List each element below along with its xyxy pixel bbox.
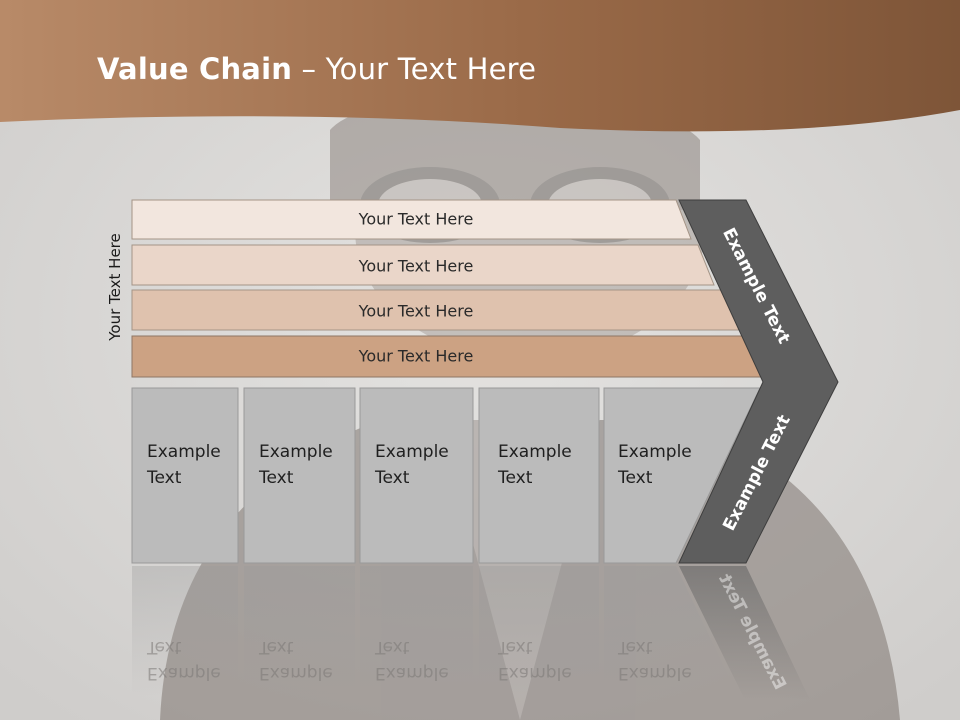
cell-text-3: Example Text (375, 439, 449, 491)
cell-4-line-2: Text (498, 468, 533, 488)
cell-shape-1 (131, 387, 239, 564)
bar-shape-1 (131, 199, 692, 240)
title-bold: Value Chain (97, 52, 293, 86)
chevron-reflection (679, 566, 810, 700)
cell-4-line-1: Example (498, 442, 572, 462)
cell-shape-5 (603, 387, 761, 564)
cell-reflection-5: Example Text (618, 634, 692, 686)
cell-1-line-2: Text (147, 468, 182, 488)
chevron-shape (678, 199, 839, 564)
header-band (0, 0, 960, 132)
cell-reflection-1-line-1: Example (147, 663, 221, 683)
cell-reflection-1-line-2: Text (147, 637, 182, 657)
cell-text-1: Example Text (147, 439, 221, 491)
slide-title: Value Chain – Your Text Here (97, 52, 536, 86)
cell-5-line-1: Example (618, 442, 692, 462)
title-rest: – Your Text Here (292, 52, 537, 86)
cell-reflection-3: Example Text (375, 634, 449, 686)
cell-reflection-4: Example Text (498, 634, 572, 686)
cell-reflection-3-line-2: Text (375, 637, 410, 657)
cell-text-5: Example Text (618, 439, 692, 491)
cell-3-line-1: Example (375, 442, 449, 462)
cells-reflection (132, 566, 740, 700)
cell-reflection-2-line-1: Example (259, 663, 333, 683)
cell-3-line-2: Text (375, 468, 410, 488)
cell-reflection-2-line-2: Text (259, 637, 294, 657)
cell-text-2: Example Text (259, 439, 333, 491)
cell-reflection-4-line-2: Text (498, 637, 533, 657)
bar-label-1: Your Text Here (358, 209, 474, 229)
side-label: Your Text Here (106, 233, 124, 341)
cell-2-line-2: Text (259, 468, 294, 488)
cell-shape-4 (478, 387, 600, 564)
cell-1-line-1: Example (147, 442, 221, 462)
cell-reflection-5-line-2: Text (618, 637, 653, 657)
cell-shape-2 (243, 387, 356, 564)
cell-shape-3 (359, 387, 474, 564)
bar-label-4: Your Text Here (358, 346, 474, 366)
cell-reflection-1: Example Text (147, 634, 221, 686)
cell-5-line-2: Text (618, 468, 653, 488)
bar-shape-2 (131, 244, 715, 286)
cell-text-4: Example Text (498, 439, 572, 491)
cell-reflection-2: Example Text (259, 634, 333, 686)
bar-label-2: Your Text Here (358, 256, 474, 276)
cell-reflection-5-line-1: Example (618, 663, 692, 683)
cell-reflection-4-line-1: Example (498, 663, 572, 683)
bar-label-3: Your Text Here (358, 301, 474, 321)
cell-2-line-1: Example (259, 442, 333, 462)
cell-reflection-3-line-1: Example (375, 663, 449, 683)
